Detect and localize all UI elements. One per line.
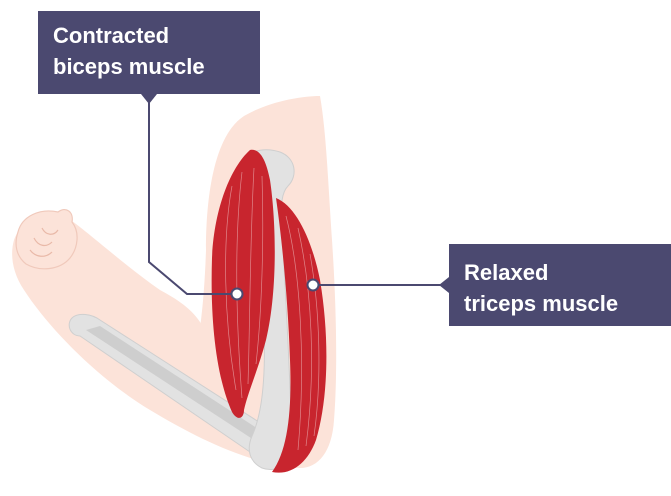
biceps-label-line1: Contracted (53, 20, 260, 51)
fist (16, 210, 77, 269)
triceps-label: Relaxed triceps muscle (449, 244, 671, 326)
triceps-pointer-dot (308, 280, 319, 291)
triceps-label-line1: Relaxed (464, 257, 671, 288)
biceps-label: Contracted biceps muscle (38, 11, 260, 94)
triceps-label-line2: triceps muscle (464, 288, 671, 319)
triceps-leader-pointer (439, 277, 449, 293)
biceps-label-line2: biceps muscle (53, 51, 260, 82)
biceps-pointer-dot (232, 289, 243, 300)
